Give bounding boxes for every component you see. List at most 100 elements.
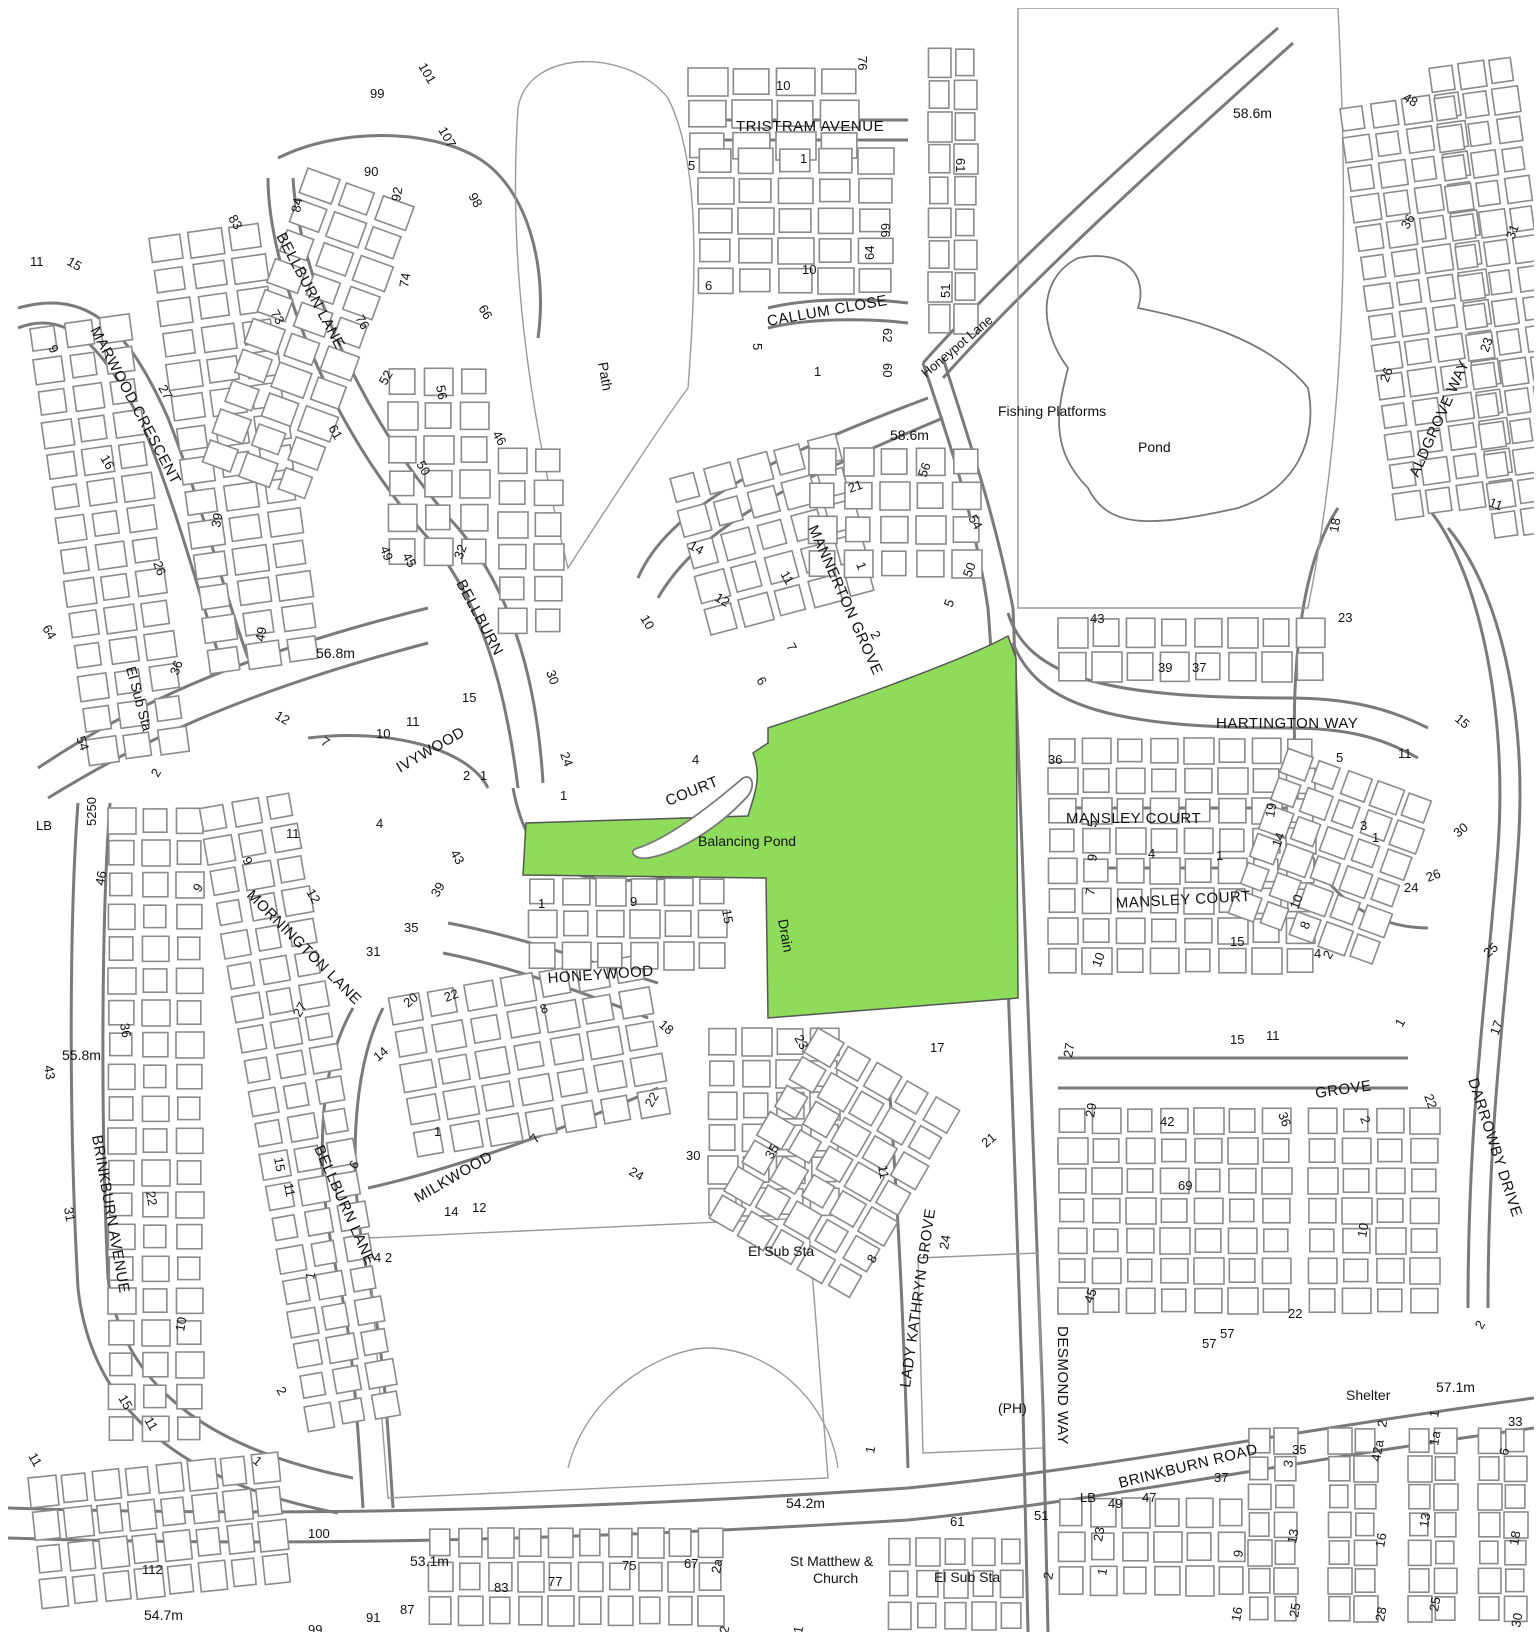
house-number-n-10f: 10 [1089, 950, 1108, 969]
building [488, 1596, 511, 1625]
building [1505, 1428, 1525, 1453]
building [928, 80, 950, 110]
building-block-15 [107, 807, 205, 1443]
building [1273, 1567, 1299, 1595]
house-number-n-57b: 57 [1202, 1336, 1216, 1351]
building [880, 550, 907, 577]
building [286, 634, 319, 663]
building [1500, 146, 1526, 173]
building [469, 1013, 502, 1045]
building [325, 1332, 359, 1365]
building [108, 1319, 135, 1346]
building [211, 407, 253, 445]
building [928, 176, 949, 205]
building [1454, 243, 1479, 271]
building-block-27 [1477, 1427, 1529, 1623]
building [1262, 618, 1290, 648]
building [359, 1327, 390, 1357]
building [176, 1223, 203, 1250]
building-block-24 [1247, 1427, 1299, 1622]
house-number-n-92: 92 [388, 186, 405, 203]
building [1354, 1428, 1376, 1454]
building [95, 1502, 124, 1534]
building [808, 482, 835, 509]
building [388, 435, 417, 464]
building [177, 1096, 201, 1121]
building [1407, 1455, 1433, 1483]
building [286, 1111, 319, 1144]
house-number-n-56b: 56 [915, 460, 934, 479]
building [1151, 768, 1177, 793]
building [219, 928, 253, 960]
building [829, 1116, 872, 1158]
house-number-n-36d: 36 [117, 1022, 134, 1039]
building [915, 1537, 941, 1567]
building [698, 238, 731, 263]
house-number-n-11k: 11 [25, 1450, 45, 1469]
house-number-n-1k: 1 [302, 1271, 318, 1281]
building [243, 1056, 271, 1084]
building [1482, 238, 1511, 268]
building [1455, 480, 1487, 512]
building [351, 254, 395, 293]
building [827, 1263, 863, 1299]
building [1369, 99, 1400, 129]
building [1407, 1539, 1432, 1567]
building [560, 1099, 598, 1134]
road-label-milkwood: MILKWOOD [412, 1148, 496, 1206]
building [889, 1150, 930, 1191]
building [1435, 1540, 1455, 1565]
building [148, 662, 181, 692]
building [927, 111, 953, 143]
road-label-grove: GROVE [1314, 1077, 1373, 1102]
building [1259, 900, 1290, 932]
building [1350, 837, 1381, 869]
building [319, 345, 361, 382]
building [1081, 797, 1113, 825]
building [141, 1095, 170, 1123]
house-number-n-1f: 1 [1216, 848, 1223, 863]
building [305, 272, 342, 306]
building [731, 99, 773, 129]
building [808, 550, 836, 578]
building [221, 1487, 255, 1523]
house-number-n-49a: 49 [377, 544, 396, 563]
building [72, 381, 106, 413]
building [842, 1234, 881, 1273]
building [1261, 1107, 1292, 1135]
house-number-n-12c: 12 [303, 886, 323, 906]
building [428, 1528, 451, 1557]
building [266, 506, 305, 539]
building [430, 1018, 468, 1053]
building [142, 968, 168, 994]
building [1248, 1567, 1271, 1594]
building [608, 1527, 633, 1558]
building [712, 495, 745, 527]
building [1456, 271, 1487, 302]
fishing-pond [1045, 255, 1312, 523]
building [299, 1371, 327, 1400]
house-number-n-2h: 2 [1374, 1419, 1390, 1429]
building [423, 367, 454, 397]
building [175, 1351, 205, 1379]
building [1183, 887, 1215, 915]
building [1341, 1137, 1372, 1165]
building [297, 979, 331, 1012]
house-number-n-3: 3 [1360, 818, 1367, 833]
building [1184, 917, 1213, 944]
building [1477, 1567, 1502, 1595]
house-number-n-3b: 3 [1280, 1459, 1296, 1469]
building [756, 518, 788, 551]
building [857, 237, 894, 265]
house-number-n-4b: 4 [1148, 846, 1155, 861]
building [755, 1110, 797, 1151]
building [498, 543, 527, 570]
building [1227, 1137, 1259, 1165]
house-number-n-23c: 23 [791, 1032, 811, 1052]
building [1408, 1483, 1431, 1510]
building [1193, 1257, 1225, 1285]
road-label-lady-kathryn-grove: LADY KATHRYN GROVE [897, 1207, 939, 1388]
house-number-n-5e: 5 [1084, 819, 1100, 829]
building [928, 143, 951, 174]
building [703, 601, 739, 636]
